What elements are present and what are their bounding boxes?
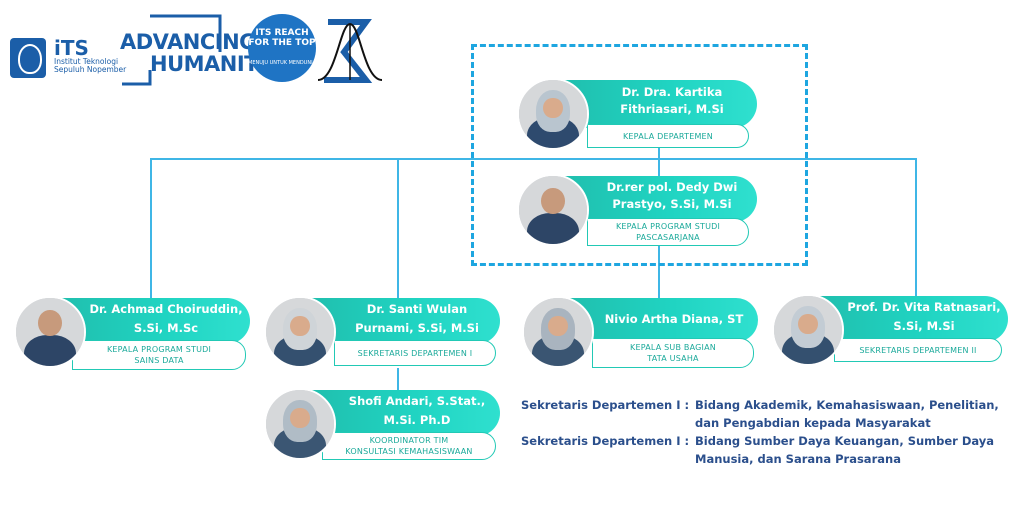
head-name: Dr. Dra. Kartika Fithriasari, M.Si	[620, 85, 724, 116]
kaprodi-pascasarjana-card: Dr.rer pol. Dedy Dwi Prastyo, S.Si, M.Si…	[517, 174, 757, 248]
its-logo: iTS Institut Teknologi Sepuluh Nopember	[10, 30, 126, 85]
head-of-department-card: Dr. Dra. Kartika Fithriasari, M.Si KEPAL…	[517, 78, 757, 152]
kasubag-photo	[522, 296, 594, 368]
sekdep1-name-pill	[310, 298, 500, 344]
connector-to-kaprodi-sd	[150, 158, 152, 300]
kasubag-role: KEPALA SUB BAGIAN TATA USAHA	[592, 338, 754, 368]
connector-sekdep1-to-koordinator	[397, 368, 399, 392]
its-logo-word: iTS	[54, 36, 89, 60]
koordinator-name-pill	[310, 390, 500, 436]
legend-label-2: Sekretaris Departemen I :	[521, 434, 690, 448]
kaprodi-pascasarjana-name: Dr.rer pol. Dedy Dwi Prastyo, S.Si, M.Si	[606, 180, 738, 211]
kasubag-card: Nivio Artha Diana, ST KEPALA SUB BAGIAN …	[522, 296, 762, 370]
connector-to-sekdep1	[397, 158, 399, 300]
sekdep2-photo	[772, 294, 844, 366]
statistics-sigma-logo-icon	[317, 19, 383, 83]
head-name-pill	[563, 80, 757, 128]
sekdep2-card: Prof. Dr. Vita Ratnasari, S.Si, M.Si SEK…	[772, 294, 1012, 368]
reach-logo-title: ITS REACH FOR THE TOP	[248, 28, 316, 48]
kaprodi-pascasarjana-photo	[517, 174, 589, 246]
kaprodi-sains-data-photo	[14, 296, 86, 368]
sekdep2-role: SEKRETARIS DEPARTEMEN II	[834, 338, 1002, 362]
advancing-word: ADVANCING	[120, 30, 256, 54]
connector-to-sekdep2	[915, 158, 917, 300]
legend-label-1: Sekretaris Departemen I :	[521, 398, 690, 412]
head-photo	[517, 78, 589, 150]
reach-logo-subtitle: MENUJU UNTUK MENDUNIA	[248, 60, 316, 66]
legend-row-2: Sekretaris Departemen I : Bidang Sumber …	[521, 432, 1011, 472]
kaprodi-sains-data-card: Dr. Achmad Choiruddin, S.Si, M.Sc KEPALA…	[14, 296, 254, 370]
kaprodi-pascasarjana-role: KEPALA PROGRAM STUDI PASCASARJANA	[587, 218, 749, 246]
advancing-humanity-frame-icon	[122, 14, 222, 86]
its-emblem-icon	[10, 38, 46, 78]
kaprodi-sains-data-name-pill	[60, 298, 250, 344]
sekdep2-name-pill	[818, 296, 1008, 342]
reach-for-the-top-logo: ITS REACH FOR THE TOP MENUJU UNTUK MENDU…	[248, 14, 316, 82]
its-logo-subtitle: Institut Teknologi Sepuluh Nopember	[54, 57, 127, 74]
connector-horizontal	[150, 158, 917, 160]
head-role: KEPALA DEPARTEMEN	[587, 124, 749, 148]
koordinator-photo	[264, 388, 336, 460]
legend-text-1: Bidang Akademik, Kemahasiswaan, Peneliti…	[695, 398, 999, 430]
leadership-group-box	[471, 44, 808, 266]
connector-to-kasubag	[658, 240, 660, 298]
sekdep2-name: Prof. Dr. Vita Ratnasari, S.Si, M.Si	[847, 300, 1001, 333]
advancing-humanity-logo: ADVANCING HUMANITY.	[120, 14, 277, 86]
koordinator-card: Shofi Andari, S.Stat., M.Si. Ph.D KOORDI…	[264, 388, 504, 462]
koordinator-role: KOORDINATOR TIM KONSULTASI KEMAHASISWAAN	[322, 432, 496, 460]
sekdep1-name: Dr. Santi Wulan Purnami, S.Si, M.Si	[355, 302, 479, 335]
koordinator-name: Shofi Andari, S.Stat., M.Si. Ph.D	[348, 394, 486, 427]
kaprodi-pascasarjana-name-pill	[563, 176, 757, 222]
kasubag-name-pill	[568, 298, 758, 342]
sekdep1-role: SEKRETARIS DEPARTEMEN I	[334, 340, 496, 366]
connector-head-to-kaprodi-s2	[658, 148, 660, 178]
sekdep1-photo	[264, 296, 336, 368]
legend-row-1: Sekretaris Departemen I : Bidang Akademi…	[521, 396, 1011, 436]
kaprodi-sains-data-name: Dr. Achmad Choiruddin, S.Si, M.Sc	[89, 302, 243, 335]
sekdep1-card: Dr. Santi Wulan Purnami, S.Si, M.Si SEKR…	[264, 296, 504, 370]
kasubag-name: Nivio Artha Diana, ST	[604, 312, 744, 326]
legend-text-2: Bidang Sumber Daya Keuangan, Sumber Daya…	[695, 434, 995, 466]
kaprodi-sains-data-role: KEPALA PROGRAM STUDI SAINS DATA	[72, 340, 246, 370]
